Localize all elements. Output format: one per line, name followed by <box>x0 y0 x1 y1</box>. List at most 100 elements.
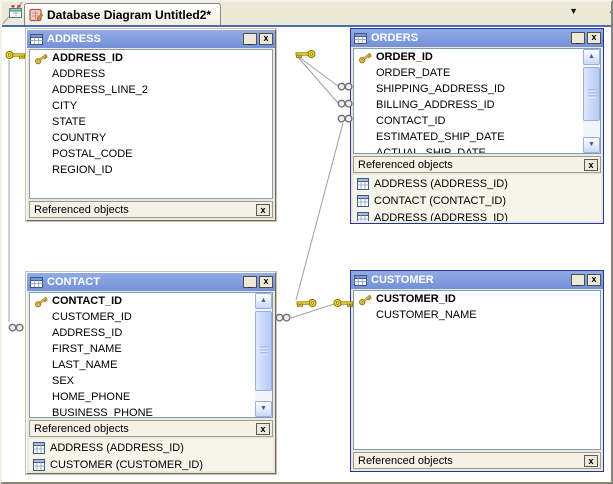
vertical-scrollbar[interactable]: ▲▼ <box>255 293 272 417</box>
table-row[interactable]: LAST_NAME <box>30 357 272 373</box>
table-row[interactable]: FIRST_NAME <box>30 341 272 357</box>
relationship-key-icon[interactable] <box>296 298 317 308</box>
tab-list-caret-icon[interactable]: ▼ <box>569 6 578 16</box>
table-row[interactable]: STATE <box>30 114 272 130</box>
table-titlebar-address[interactable]: ADDRESS_x <box>27 30 275 48</box>
table-icon <box>33 441 45 454</box>
list-item[interactable]: CUSTOMER (CUSTOMER_ID) <box>29 456 273 471</box>
table-row[interactable]: CONTACT_ID <box>354 113 600 129</box>
column-name: ACTUAL_SHIP_DATE <box>376 147 486 154</box>
column-name: ORDER_DATE <box>376 67 451 79</box>
table-icon <box>30 33 43 45</box>
column-name: CITY <box>52 100 78 112</box>
table-titlebar-customer[interactable]: CUSTOMER_x <box>351 271 603 289</box>
relationship-key-icon[interactable] <box>295 49 316 59</box>
table-row[interactable]: ADDRESS_ID <box>30 325 272 341</box>
close-button[interactable]: x <box>587 274 601 286</box>
clipped-edge-icon[interactable]: ◁ <box>610 5 611 18</box>
relationship-line[interactable] <box>295 54 339 87</box>
close-button[interactable]: x <box>259 276 273 288</box>
table-row[interactable]: CUSTOMER_ID <box>354 291 600 307</box>
table-icon <box>354 32 367 44</box>
table-row[interactable]: ADDRESS <box>30 66 272 82</box>
list-item[interactable]: ADDRESS (ADDRESS_ID) <box>29 439 273 456</box>
minimize-button[interactable]: _ <box>571 274 585 287</box>
table-titlebar-orders[interactable]: ORDERS_x <box>351 29 603 47</box>
table-row[interactable]: CUSTOMER_ID <box>30 309 272 325</box>
relationship-line[interactable] <box>295 122 344 301</box>
table-row[interactable]: REGION_ID <box>30 162 272 178</box>
primary-key-icon <box>35 53 48 64</box>
primary-key-icon <box>359 52 372 63</box>
column-name: LAST_NAME <box>52 359 118 371</box>
table-row[interactable]: HOME_PHONE <box>30 389 272 405</box>
table-row[interactable]: CITY <box>30 98 272 114</box>
minimize-button[interactable]: _ <box>243 33 257 46</box>
close-button[interactable]: x <box>587 32 601 44</box>
diagram-page-icon <box>9 5 22 18</box>
column-list: ORDER_ID ORDER_DATE SHIPPING_ADDRESS_ID BIL… <box>353 48 601 154</box>
window-controls: _x <box>571 274 601 287</box>
window-controls: _x <box>243 33 273 46</box>
referenced-close-button[interactable]: x <box>584 454 598 467</box>
table-row[interactable]: ACTUAL_SHIP_DATE <box>354 145 600 154</box>
scroll-up-button[interactable]: ▲ <box>255 293 272 309</box>
table-row[interactable]: CUSTOMER_NAME <box>354 307 600 323</box>
list-item[interactable]: ADDRESS (ADDRESS_ID) <box>353 209 601 221</box>
scroll-down-button[interactable]: ▼ <box>255 401 272 417</box>
table-row[interactable]: POSTAL_CODE <box>30 146 272 162</box>
referenced-object-label: ADDRESS (ADDRESS_ID) <box>50 441 184 454</box>
relationship-many-icon[interactable] <box>275 313 291 322</box>
table-row[interactable]: CONTACT_ID <box>30 293 272 309</box>
referenced-close-button[interactable]: x <box>584 158 598 171</box>
minimize-button[interactable]: _ <box>571 32 585 45</box>
column-name: ESTIMATED_SHIP_DATE <box>376 131 505 143</box>
table-row[interactable]: ESTIMATED_SHIP_DATE <box>354 129 600 145</box>
table-row[interactable]: ORDER_DATE <box>354 65 600 81</box>
window-controls: _x <box>571 32 601 45</box>
relationship-many-icon[interactable] <box>8 323 24 332</box>
scroll-up-button[interactable]: ▲ <box>583 49 600 65</box>
vertical-scrollbar[interactable]: ▲▼ <box>583 49 600 153</box>
referenced-close-button[interactable]: x <box>256 422 270 435</box>
scroll-down-button[interactable]: ▼ <box>583 137 600 153</box>
table-row[interactable]: COUNTRY <box>30 130 272 146</box>
column-name: ADDRESS <box>52 68 106 80</box>
relationship-key-icon[interactable] <box>5 50 26 60</box>
table-row[interactable]: ADDRESS_ID <box>30 50 272 66</box>
tab-database-diagram[interactable]: Database Diagram Untitled2* <box>24 3 222 25</box>
list-item[interactable]: ADDRESS (ADDRESS_ID) <box>353 175 601 192</box>
scrollbar-thumb[interactable] <box>255 311 272 391</box>
table-row[interactable]: SHIPPING_ADDRESS_ID <box>354 81 600 97</box>
column-name: CONTACT_ID <box>52 295 123 307</box>
table-row[interactable]: ADDRESS_LINE_2 <box>30 82 272 98</box>
column-name: SEX <box>52 375 75 387</box>
referenced-close-button[interactable]: x <box>256 203 270 216</box>
referenced-object-label: CUSTOMER (CUSTOMER_ID) <box>50 458 203 471</box>
table-titlebar-contact[interactable]: CONTACT_x <box>27 273 275 291</box>
close-button[interactable]: x <box>259 33 273 45</box>
scrollbar-thumb[interactable] <box>583 67 600 121</box>
column-name: SHIPPING_ADDRESS_ID <box>376 83 505 95</box>
table-row[interactable]: ORDER_ID <box>354 49 600 65</box>
table-row[interactable]: BUSINESS_PHONE <box>30 405 272 417</box>
table-row[interactable]: BILLING_ADDRESS_ID <box>354 97 600 113</box>
relationship-line[interactable] <box>295 54 339 104</box>
column-name: CUSTOMER_ID <box>52 311 132 323</box>
column-name: ADDRESS_ID <box>52 327 123 339</box>
column-name: ADDRESS_ID <box>52 52 123 64</box>
relationship-line[interactable] <box>290 303 335 319</box>
column-name: FIRST_NAME <box>52 343 122 355</box>
table-row[interactable]: SEX <box>30 373 272 389</box>
minimize-button[interactable]: _ <box>243 276 257 289</box>
list-item[interactable]: CONTACT (CONTACT_ID) <box>353 192 601 209</box>
